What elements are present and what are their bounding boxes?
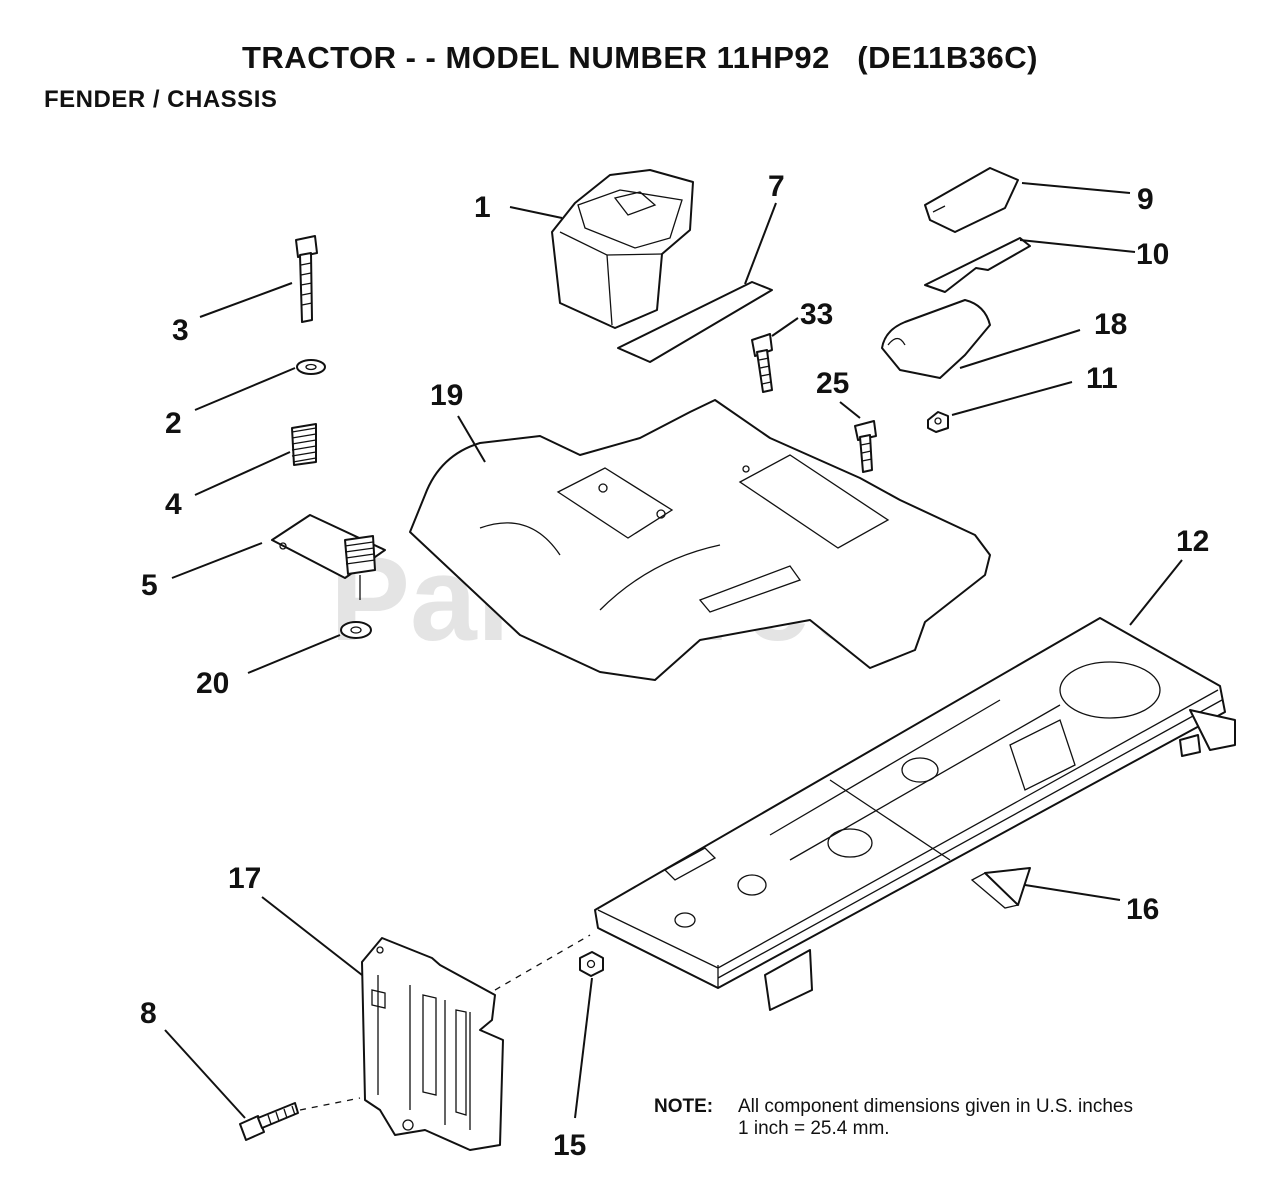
callout-15: 15 [553,1129,586,1162]
callout-18: 18 [1094,308,1127,341]
note-line-2: 1 inch = 25.4 mm. [738,1118,890,1139]
callout-17: 17 [228,862,261,895]
callout-19: 19 [430,379,463,412]
part-5-spring-bracket[interactable] [271,514,386,600]
callout-5: 5 [141,569,158,602]
callout-33: 33 [800,298,833,331]
leader-2 [194,367,296,411]
callout-1: 1 [474,191,491,224]
part-2-washer[interactable] [296,359,326,375]
callout-16: 16 [1126,893,1159,926]
part-11-nut[interactable] [927,411,949,433]
callout-7: 7 [768,170,785,203]
callout-10: 10 [1136,238,1169,271]
callout-4: 4 [165,488,182,521]
part-17-front-plate[interactable] [361,937,504,1151]
part-12-chassis-frame[interactable] [594,617,1236,1011]
part-3-bolt[interactable] [295,235,318,323]
leader-10 [1019,239,1136,253]
callout-20: 20 [196,667,229,700]
leader-15 [574,977,593,1119]
callout-2: 2 [165,407,182,440]
leader-16 [1024,884,1121,901]
note-label: NOTE: [654,1096,714,1117]
callout-8: 8 [140,997,157,1030]
part-19-fender[interactable] [409,399,991,681]
leader-12 [1129,559,1183,626]
leader-20 [247,634,341,674]
leader-1 [509,206,563,219]
part-33-bolt[interactable] [751,333,773,393]
note-line-1: All component dimensions given in U.S. i… [738,1096,1133,1117]
leader-17 [261,896,363,976]
section-subtitle: FENDER / CHASSIS [44,86,278,113]
callout-11: 11 [1086,362,1118,395]
leader-7 [744,202,777,285]
leader-9 [1021,182,1131,194]
part-4-spring[interactable] [291,423,317,466]
part-9-bracket[interactable] [924,167,1019,233]
callout-12: 12 [1176,525,1209,558]
leader-25 [839,401,861,419]
assembly-line-17 [494,934,591,991]
part-18-cover[interactable] [881,299,991,379]
leader-5 [171,542,263,579]
part-25-bolt[interactable] [854,420,877,473]
part-10-plate[interactable] [924,237,1031,293]
leader-8 [164,1029,246,1119]
part-1-seat-box[interactable] [551,169,694,329]
leader-3 [199,282,293,318]
callout-9: 9 [1137,183,1154,216]
leader-18 [959,329,1081,369]
dimension-note: NOTE: All component dimensions given in U… [654,1096,1133,1140]
part-15-nut[interactable] [579,951,604,977]
part-8-bolt[interactable] [239,1102,299,1141]
leader-4 [194,451,291,496]
leader-33 [771,317,799,337]
part-16-bracket[interactable] [970,867,1031,909]
callout-3: 3 [172,314,189,347]
leader-11 [951,381,1073,416]
part-7-pad-strip[interactable] [617,281,773,363]
assembly-line-8 [299,1097,361,1111]
leader-19 [457,415,486,463]
page-title: TRACTOR - - MODEL NUMBER 11HP92 (DE11B36… [241,40,1038,75]
callout-25: 25 [816,367,849,400]
part-20-washer[interactable] [340,621,372,639]
